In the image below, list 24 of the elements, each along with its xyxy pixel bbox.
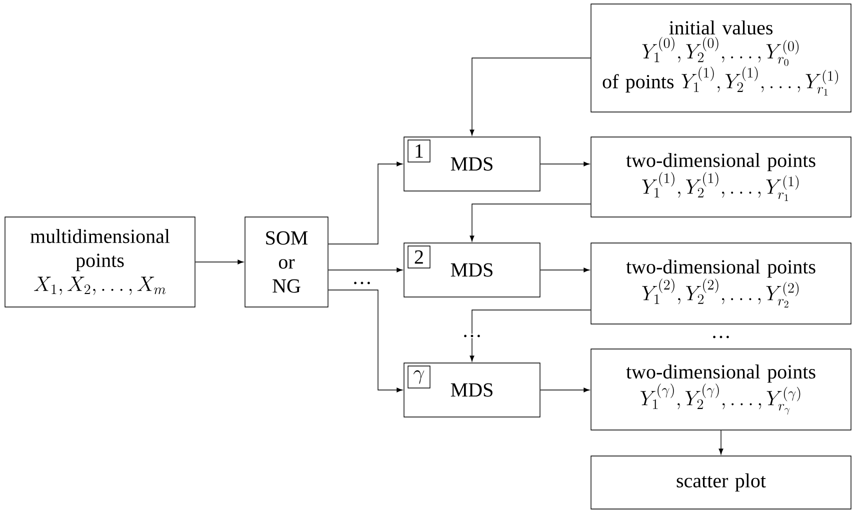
arrow (328, 162, 402, 244)
arrow (470, 310, 591, 362)
arrow (470, 204, 591, 242)
number-box: 2 (408, 246, 430, 268)
process-box: two-dimensional points $Y_1^{(2)},Y_2^{(2)},\ldots,Y_{r_2}^{(2)}$ (590, 242, 852, 324)
arrow (470, 58, 591, 136)
arrow (540, 162, 590, 166)
arrow (328, 268, 402, 272)
arrow (718, 430, 724, 454)
ellipsis-label: … (354, 282, 370, 284)
process-box: multidimensional points $X_1,X_2,\ldots,X_m$ (4, 216, 196, 308)
number-box: $\gamma$ (408, 366, 430, 388)
process-box: two-dimensional points $Y_1^{(\gamma)},Y_2^{(\gamma)},\ldots,Y_{r_\gamma}^{(\gamma)}$ (590, 348, 852, 430)
number-box: 1 (408, 140, 430, 162)
arrow (195, 260, 244, 264)
process-box: scatter plot (590, 456, 852, 510)
ellipsis-label: … (713, 336, 729, 338)
process-box: two-dimensional points $Y_1^{(1)},Y_2^{(1)},\ldots,Y_{r_1}^{(1)}$ (590, 136, 852, 218)
process-box: initial values $Y_1^{(0)},Y_2^{(0)},\ldots,Y_{r_0}^{(0)}$ of points $Y_1^{(1)},Y_2^{(1)},\ldots,Y_{r_1}^{(1)}$ (590, 4, 852, 112)
edge-label: … (461, 334, 483, 338)
process-box: SOM or NG (244, 216, 328, 308)
arrow (540, 268, 590, 272)
arrow (540, 388, 590, 392)
arrow (328, 290, 402, 392)
